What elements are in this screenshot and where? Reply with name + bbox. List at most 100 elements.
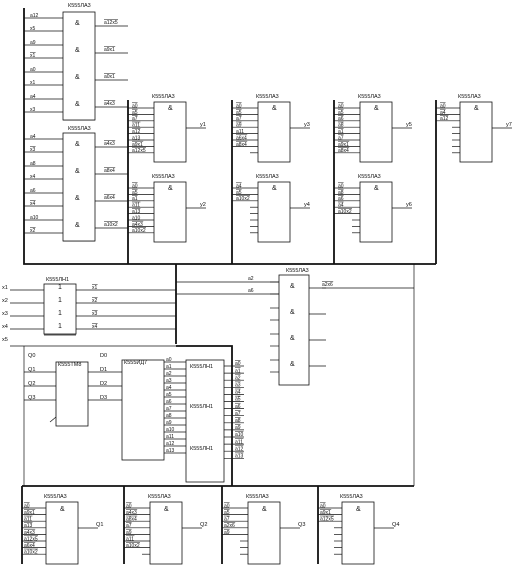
y3-input-3: a9 xyxy=(236,123,242,129)
nand-block-a xyxy=(62,11,96,121)
q-gate-2 xyxy=(149,501,183,565)
y2-input-6: a4x3 xyxy=(132,222,143,228)
y3-input-4: a11 xyxy=(236,129,244,135)
y5-input-5: a7 xyxy=(338,135,344,141)
a2x6-symbol-0: & xyxy=(290,283,295,290)
decoder-output-bus xyxy=(176,345,233,486)
decoder-output-6: a6 xyxy=(166,399,172,405)
top-input-0: a12 xyxy=(30,13,39,19)
decoder-output-5: a5 xyxy=(166,392,172,398)
q-output-2: Q2 xyxy=(200,522,207,528)
q2-input-3: a7 xyxy=(126,523,132,529)
nand-block-b-title: К555ЛА3 xyxy=(68,126,91,132)
inverter-one-4: 1 xyxy=(58,323,62,330)
clock-input-2: Q2 xyxy=(28,381,35,387)
y7-input-2: a12 xyxy=(440,116,449,122)
q2-input-5: a11 xyxy=(126,536,134,542)
y1-input-1: a5 xyxy=(132,110,138,116)
top-output-0: a12x5 xyxy=(104,20,118,26)
a2x6-input-a6: a6 xyxy=(248,288,254,294)
top-output-2: a0x1 xyxy=(104,74,115,80)
q3-input-1: a5 xyxy=(224,510,230,516)
inv-chain xyxy=(185,359,225,483)
inverter-block xyxy=(43,283,77,335)
q-gate-1-title: К555ЛА3 xyxy=(44,494,67,500)
q2-input-0: a0 xyxy=(126,503,132,509)
inv-chain-output-2: a2 xyxy=(235,375,241,381)
y-gate-7-symbol: & xyxy=(474,105,479,112)
q2-input-2: a8x4 xyxy=(126,517,137,523)
y-gate-3-title: К555ЛА3 xyxy=(256,94,279,100)
top-input-6: a4 xyxy=(30,94,36,100)
q3-input-4: a9 xyxy=(224,530,230,536)
inv-chain-output-5: a5 xyxy=(235,397,241,403)
inverter-output-4: x4 xyxy=(92,324,98,330)
q-gate-3 xyxy=(247,501,281,565)
q1-input-0: a0 xyxy=(24,503,30,509)
a2x6-output: a2x6 xyxy=(322,282,333,288)
y3-input-2: a7 xyxy=(236,116,242,122)
clock-register-title: К555ТМ8 xyxy=(58,362,81,368)
y-gate-7 xyxy=(459,101,493,163)
inv-chain-title-3: К555ЛН1 xyxy=(190,446,213,452)
top-output-3: a4x3 xyxy=(104,101,115,107)
a2x6-title: К555ЛА3 xyxy=(286,268,309,274)
q2-input-4: a9 xyxy=(126,530,132,536)
inv-chain-output-6: a6 xyxy=(235,404,241,410)
top-input-8: a4 xyxy=(30,134,36,140)
inv-chain-title-1: К555ЛН1 xyxy=(190,364,213,370)
y-gate-6 xyxy=(359,181,393,243)
q-gate-4-symbol: & xyxy=(356,506,361,513)
y-output-2: y2 xyxy=(200,202,206,208)
gate-symbol-3: & xyxy=(75,101,80,108)
decoder-output-11: a11 xyxy=(166,434,174,440)
q-output-1: Q1 xyxy=(96,522,103,528)
inv-chain-output-8: a8 xyxy=(235,418,241,424)
decoder-output-8: a8 xyxy=(166,413,172,419)
y-gate-7-title: К555ЛА3 xyxy=(458,94,481,100)
q1-input-6: a6x4 xyxy=(24,543,35,549)
gate-symbol-5: & xyxy=(75,168,80,175)
q-gate-3-symbol: & xyxy=(262,506,267,513)
y5-input-3: a8 xyxy=(338,123,344,129)
q1-input-2: a11 xyxy=(24,517,32,523)
y5-input-1: a5 xyxy=(338,110,344,116)
y1-input-3: a11 xyxy=(132,123,140,129)
x-input-3: x3 xyxy=(2,311,8,317)
y-output-1: y1 xyxy=(200,122,206,128)
inv-chain-output-13: a13 xyxy=(235,454,244,460)
y1-input-0: a0 xyxy=(132,103,138,109)
q2-input-1: a4x3 xyxy=(126,510,137,516)
top-input-2: a9 xyxy=(30,40,36,46)
y-output-7: y7 xyxy=(506,122,512,128)
y7-input-0: a0 xyxy=(440,103,446,109)
q-gate-2-title: К555ЛА3 xyxy=(148,494,171,500)
q3-input-2: a7 xyxy=(224,517,230,523)
a2x6-symbol-3: & xyxy=(290,361,295,368)
gate-symbol-2: & xyxy=(75,74,80,81)
top-output-6: a6x4 xyxy=(104,195,115,201)
y-gate-2-title: К555ЛА3 xyxy=(152,174,175,180)
nand-block-a-title: К555ЛА3 xyxy=(68,3,91,9)
y2-input-7: a10x2 xyxy=(132,228,146,234)
y2-input-3: a11 xyxy=(132,203,140,209)
decoder-output-9: a9 xyxy=(166,420,172,426)
q1-input-5: a12x5 xyxy=(24,536,38,542)
nand-block-b xyxy=(62,132,96,242)
top-output-4: a4x3 xyxy=(104,141,115,147)
y-gate-4-title: К555ЛА3 xyxy=(256,174,279,180)
inv-chain-output-3: a3 xyxy=(235,383,241,389)
y1-input-7: a12x5 xyxy=(132,148,146,154)
d-label-3: D3 xyxy=(100,395,107,401)
q-output-3: Q3 xyxy=(298,522,305,528)
y5-input-0: a0 xyxy=(338,103,344,109)
top-input-1: x5 xyxy=(30,26,36,32)
y6-input-3: a4 xyxy=(338,203,344,209)
y6-input-2: a6 xyxy=(338,196,344,202)
y4-input-1: a5 xyxy=(236,190,242,196)
y3-input-1: a5 xyxy=(236,110,242,116)
a2x6-gate-block xyxy=(278,274,310,386)
inverter-output-3: x3 xyxy=(92,311,98,317)
top-input-14: a10 xyxy=(30,215,39,221)
d-label-2: D2 xyxy=(100,381,107,387)
